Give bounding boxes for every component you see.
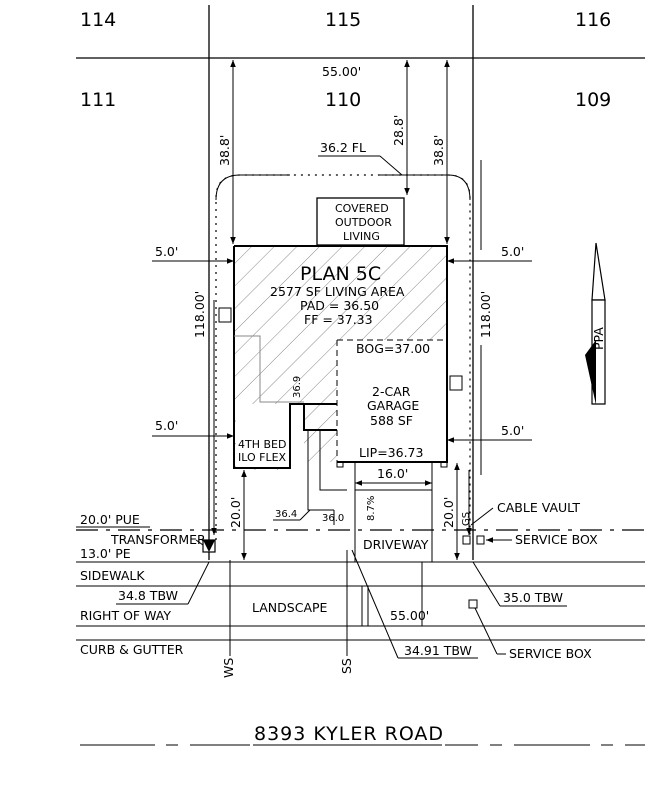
landscape-label: LANDSCAPE <box>252 600 328 615</box>
bed-label-2: ILO FLEX <box>238 451 287 464</box>
water-service-label: WS <box>221 658 236 678</box>
lot-number-109: 109 <box>575 89 611 111</box>
right-setback-dim: 38.8' <box>431 135 446 166</box>
street-name: 8393 KYLER ROAD <box>254 723 444 745</box>
fl-corner-right <box>380 174 471 201</box>
sewer-service-label: SS <box>339 658 354 674</box>
service-box-icon-2 <box>476 535 485 545</box>
fl-width-dim: 36.2 FL <box>320 140 366 155</box>
elevation-36-9: 36.9 <box>292 376 303 398</box>
living-area: 2577 SF LIVING AREA <box>270 284 405 299</box>
side-setback-right-top: 5.0' <box>501 244 524 259</box>
driveway-slope: 8.7% <box>366 496 377 521</box>
lot-depth-right: 118.00' <box>478 291 493 338</box>
lot-number-110: 110 <box>325 89 361 111</box>
tbw-35-0: 35.0 TBW <box>503 590 563 605</box>
side-setback-left-bottom: 5.0' <box>155 418 178 433</box>
service-box-icon-3 <box>468 599 478 609</box>
service-box-icon-1 <box>462 535 471 545</box>
bed-label-1: 4TH BED <box>238 438 286 451</box>
lip-elevation: LIP=36.73 <box>359 445 423 460</box>
service-box-label-1: SERVICE BOX <box>515 532 598 547</box>
garage-label-3: 588 SF <box>370 413 413 428</box>
pad-elevation: PAD = 36.50 <box>300 298 379 313</box>
covered-label-1: COVERED <box>335 202 389 215</box>
lot-number-114: 114 <box>80 9 116 31</box>
elev-36-4-leader <box>299 509 311 521</box>
fl-corner-left <box>215 174 290 201</box>
sidewalk-label: SIDEWALK <box>80 568 145 583</box>
fl-leader <box>379 155 403 176</box>
rear-right-dim: 20.0' <box>441 497 456 528</box>
north-arrow-icon: PPA <box>585 242 606 405</box>
curb-label: CURB & GUTTER <box>80 642 184 657</box>
rear-left-dim: 20.0' <box>228 497 243 528</box>
lot-number-111: 111 <box>80 89 116 111</box>
elevation-36-4: 36.4 <box>275 509 297 520</box>
lot-number-116: 116 <box>575 9 611 31</box>
bog-elevation: BOG=37.00 <box>356 341 430 356</box>
service-box-label-2: SERVICE BOX <box>509 646 592 661</box>
left-setback-dim: 38.8' <box>217 135 232 166</box>
garage-label-2: GARAGE <box>367 398 419 413</box>
ff-elevation: FF = 37.33 <box>304 312 373 327</box>
driveway-label: DRIVEWAY <box>363 537 429 552</box>
covered-label-2: OUTDOOR <box>335 216 392 229</box>
tbw-34-8: 34.8 TBW <box>118 588 178 603</box>
cable-vault-label: CABLE VAULT <box>497 500 580 515</box>
covered-label-3: LIVING <box>343 230 380 243</box>
pue-label: 20.0' PUE <box>80 512 140 527</box>
house-footprint <box>218 245 463 470</box>
pe-label: 13.0' PE <box>80 546 131 561</box>
tbw-34-91: 34.91 TBW <box>404 643 472 658</box>
lot-number-115: 115 <box>325 9 361 31</box>
plan-name: PLAN 5C <box>300 263 381 285</box>
gas-label: GS <box>461 512 472 526</box>
lot-width-bottom-dim: 55.00' <box>390 608 429 623</box>
walkway <box>307 430 347 525</box>
transformer-label: TRANSFORMER <box>110 532 206 547</box>
lot-lines <box>76 5 645 560</box>
lot-depth-left: 118.00' <box>192 291 207 338</box>
garage-label-1: 2-CAR <box>372 384 411 399</box>
lot-width-top-dim: 55.00' <box>322 64 361 79</box>
side-setback-left-top: 5.0' <box>155 244 178 259</box>
elevation-36-0: 36.0 <box>322 513 344 524</box>
row-label: RIGHT OF WAY <box>80 608 171 623</box>
side-setback-right-bottom: 5.0' <box>501 423 524 438</box>
svg-text:PPA: PPA <box>591 327 606 350</box>
center-setback-dim: 28.8' <box>391 115 406 146</box>
driveway-width-dim: 16.0' <box>377 466 408 481</box>
